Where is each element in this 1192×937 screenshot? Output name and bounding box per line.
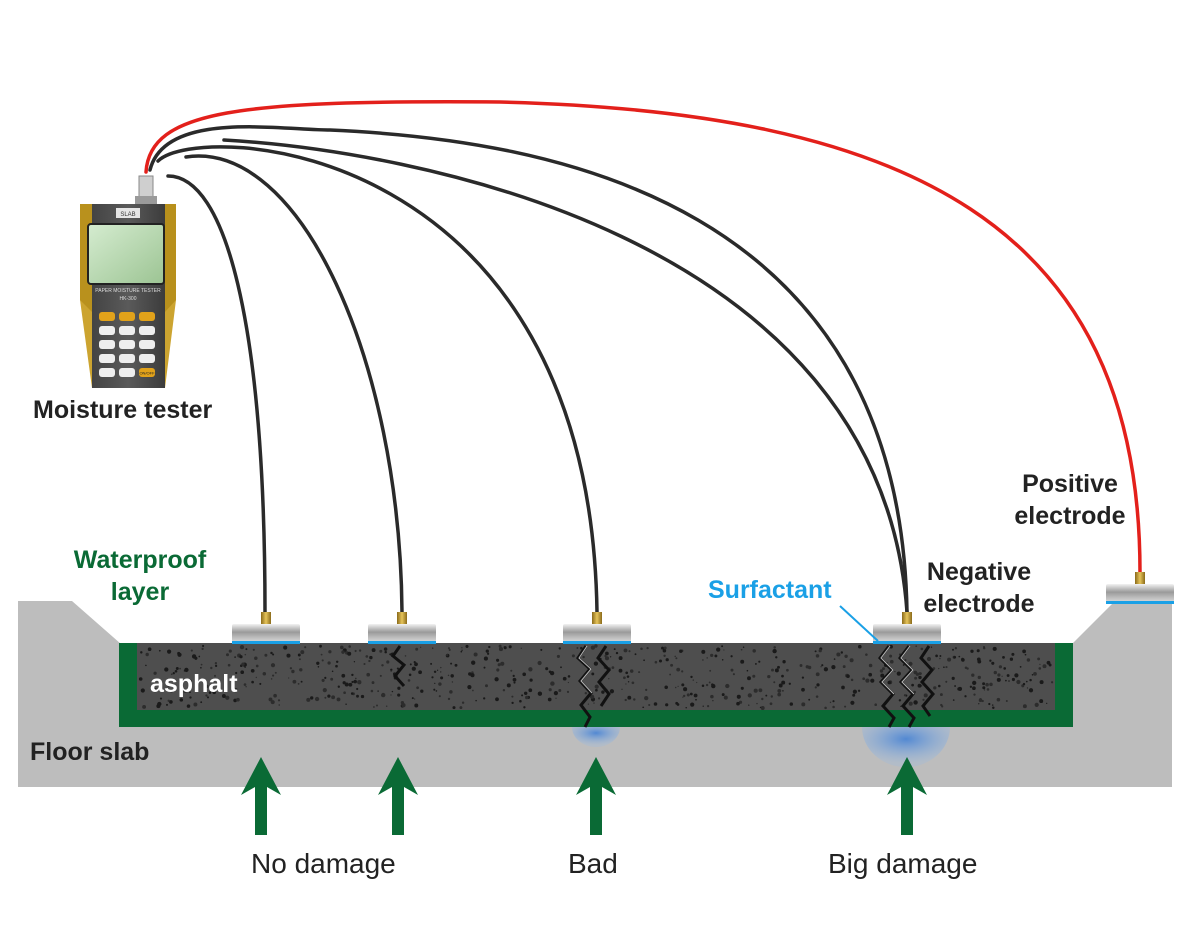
device-model-line2: HK-300 [120, 296, 137, 302]
positive-wire [144, 100, 1142, 574]
device-key [119, 354, 135, 363]
device-key [139, 354, 155, 363]
device-key [119, 312, 135, 321]
positive-electrode-label-line2: electrode [1014, 502, 1126, 530]
arrow-up-icon [241, 757, 281, 835]
electrode-1 [232, 612, 300, 644]
waterproof-layer-label-line1: Waterproof [73, 546, 207, 574]
device-key [99, 312, 115, 321]
caption-no-damage: No damage [251, 848, 396, 879]
negative-wire-1 [166, 174, 267, 614]
floor-slab-label: Floor slab [30, 738, 150, 766]
surfactant-label: Surfactant [708, 576, 832, 604]
device-brand: SLAB [120, 212, 135, 218]
negative-wire-2 [184, 154, 404, 614]
arrow-up-icon [378, 757, 418, 835]
electrode-2 [368, 612, 436, 644]
asphalt-layer [137, 643, 1055, 710]
moisture-tester-label: Moisture tester [33, 396, 213, 424]
crack-big-2 [898, 645, 916, 728]
positive-electrode-label-line1: Positive [1022, 470, 1118, 498]
device-model-line1: PAPER MOISTURE TESTER [95, 288, 161, 294]
negative-electrode-label: Negative electrode [913, 556, 1045, 620]
device-key [119, 326, 135, 335]
crack-bad-2 [596, 645, 611, 707]
waterproof-layer-label: Waterproof layer [60, 544, 220, 608]
negative-electrode-label-line1: Negative [926, 558, 1032, 586]
device-keypad: ON/OFF [99, 312, 155, 377]
moisture-arrows [241, 757, 927, 835]
device-key [119, 368, 135, 377]
electrode-3 [563, 612, 631, 644]
negative-electrode [873, 612, 941, 644]
arrow-up-icon [887, 757, 927, 835]
device-key [139, 340, 155, 349]
cracks [390, 645, 935, 728]
device-key [99, 326, 115, 335]
positive-electrode-label: Positive electrode [1005, 468, 1135, 532]
moisture-tester-device: SLAB PAPER MOISTURE TESTER HK-300 ON/OFF [80, 175, 176, 388]
device-key [139, 312, 155, 321]
device-key [139, 368, 155, 377]
water-seepage-large [862, 727, 950, 767]
crack-small [390, 645, 407, 688]
device-key [99, 340, 115, 349]
crack-bad-1 [576, 645, 593, 728]
arrow-up-icon [576, 757, 616, 835]
asphalt-label: asphalt [150, 670, 238, 698]
device-key [119, 340, 135, 349]
asphalt-texture [138, 644, 1054, 710]
waterproof-layer-label-line2: layer [110, 578, 170, 606]
waterproof-layer [119, 643, 1073, 727]
caption-bad: Bad [568, 848, 618, 879]
positive-electrode [1106, 572, 1174, 604]
negative-wire-3 [156, 145, 599, 614]
crack-big-3 [919, 645, 935, 717]
device-key [139, 326, 155, 335]
surfactant-leader-line [839, 605, 879, 642]
device-key-label: ON/OFF [139, 371, 155, 376]
device-key [99, 368, 115, 377]
crack-big-1 [878, 645, 896, 728]
negative-electrode-label-line2: electrode [923, 590, 1035, 618]
device-key [99, 354, 115, 363]
water-seepage-small [572, 727, 620, 747]
negative-wire-4 [148, 125, 909, 614]
caption-big-damage: Big damage [828, 848, 978, 879]
